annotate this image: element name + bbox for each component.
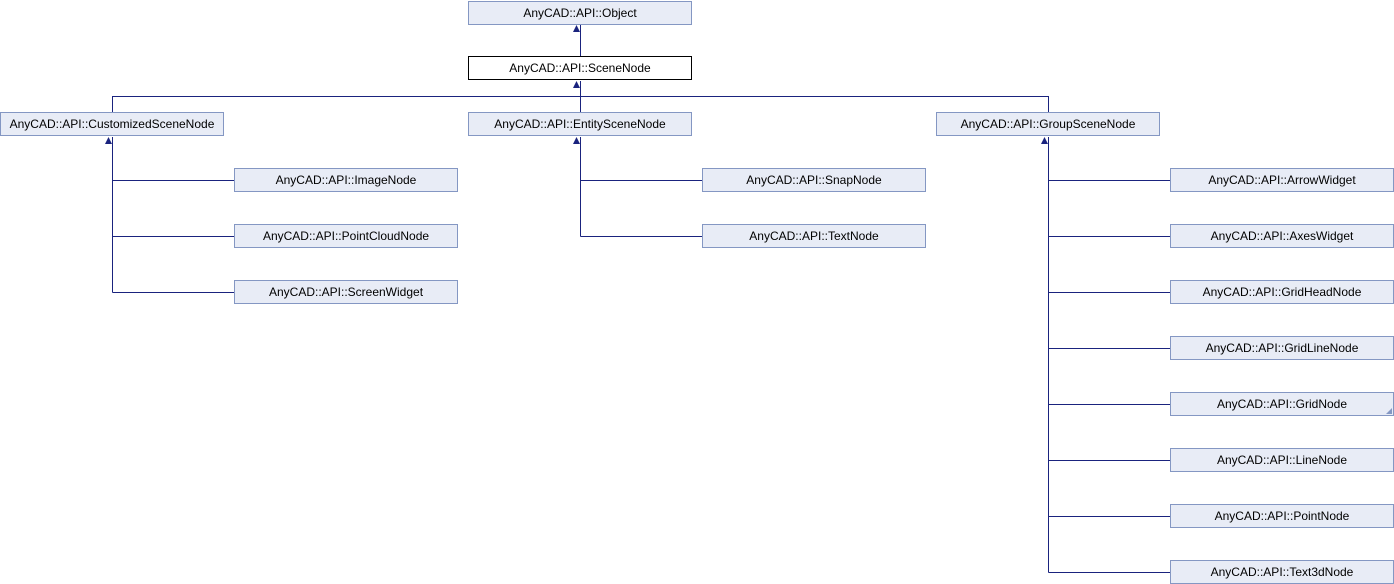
more-subclasses-icon <box>1386 408 1392 414</box>
node-snap-node[interactable]: AnyCAD::API::SnapNode <box>702 168 926 192</box>
node-axes-widget[interactable]: AnyCAD::API::AxesWidget <box>1170 224 1394 248</box>
node-arrow-widget[interactable]: AnyCAD::API::ArrowWidget <box>1170 168 1394 192</box>
node-snap-node-label: AnyCAD::API::SnapNode <box>746 173 882 187</box>
edge-customized-scenenode <box>112 96 581 112</box>
node-point-cloud-node-label: AnyCAD::API::PointCloudNode <box>262 229 430 243</box>
node-grid-line-node-label: AnyCAD::API::GridLineNode <box>1205 341 1359 355</box>
node-screen-widget-label: AnyCAD::API::ScreenWidget <box>268 285 424 299</box>
node-scene-node: AnyCAD::API::SceneNode <box>468 56 692 80</box>
node-grid-node[interactable]: AnyCAD::API::GridNode <box>1170 392 1394 416</box>
node-grid-node-label: AnyCAD::API::GridNode <box>1216 397 1348 411</box>
edge-group-scenenode <box>580 96 1049 112</box>
node-grid-head-node[interactable]: AnyCAD::API::GridHeadNode <box>1170 280 1394 304</box>
node-object[interactable]: AnyCAD::API::Object <box>468 1 692 25</box>
node-object-label: AnyCAD::API::Object <box>523 6 637 20</box>
node-text-node-label: AnyCAD::API::TextNode <box>749 229 879 243</box>
node-entity-scene-node-label: AnyCAD::API::EntitySceneNode <box>494 117 666 131</box>
node-entity-scene-node[interactable]: AnyCAD::API::EntitySceneNode <box>468 112 692 136</box>
node-text3d-node[interactable]: AnyCAD::API::Text3dNode <box>1170 560 1394 584</box>
node-line-node[interactable]: AnyCAD::API::LineNode <box>1170 448 1394 472</box>
node-point-node-label: AnyCAD::API::PointNode <box>1214 509 1350 523</box>
node-scene-node-label: AnyCAD::API::SceneNode <box>509 61 651 75</box>
node-line-node-label: AnyCAD::API::LineNode <box>1216 453 1348 467</box>
node-grid-line-node[interactable]: AnyCAD::API::GridLineNode <box>1170 336 1394 360</box>
node-grid-head-node-label: AnyCAD::API::GridHeadNode <box>1202 285 1362 299</box>
node-group-scene-node-label: AnyCAD::API::GroupSceneNode <box>960 117 1136 131</box>
node-group-scene-node[interactable]: AnyCAD::API::GroupSceneNode <box>936 112 1160 136</box>
node-customized-scene-node[interactable]: AnyCAD::API::CustomizedSceneNode <box>0 112 224 136</box>
node-customized-scene-node-label: AnyCAD::API::CustomizedSceneNode <box>9 117 215 131</box>
node-text-node[interactable]: AnyCAD::API::TextNode <box>702 224 926 248</box>
node-arrow-widget-label: AnyCAD::API::ArrowWidget <box>1208 173 1356 187</box>
node-axes-widget-label: AnyCAD::API::AxesWidget <box>1210 229 1354 243</box>
node-image-node-label: AnyCAD::API::ImageNode <box>275 173 417 187</box>
node-image-node[interactable]: AnyCAD::API::ImageNode <box>234 168 458 192</box>
node-point-node[interactable]: AnyCAD::API::PointNode <box>1170 504 1394 528</box>
node-text3d-node-label: AnyCAD::API::Text3dNode <box>1210 565 1354 579</box>
node-point-cloud-node[interactable]: AnyCAD::API::PointCloudNode <box>234 224 458 248</box>
node-screen-widget[interactable]: AnyCAD::API::ScreenWidget <box>234 280 458 304</box>
